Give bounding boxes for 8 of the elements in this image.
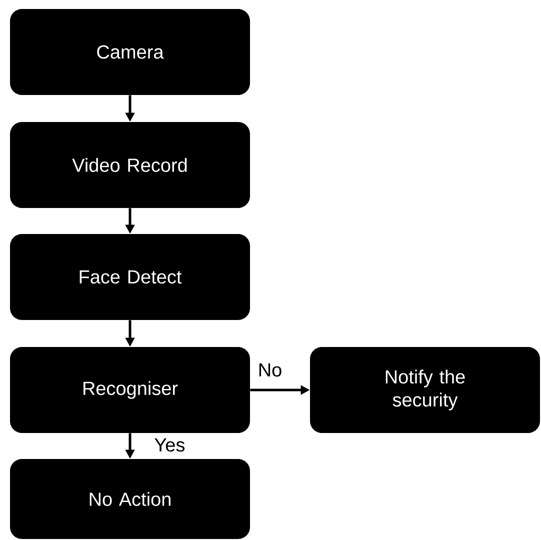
process-box: No Action (10, 459, 250, 539)
edge-label: Yes (153, 437, 186, 453)
edge-label: No (256, 362, 284, 378)
process-box: Face Detect (10, 234, 250, 320)
process-box: Recogniser (10, 347, 250, 433)
process-box: Camera (10, 9, 250, 95)
process-box: Video Record (10, 122, 250, 208)
process-box: Notify the security (310, 347, 540, 433)
